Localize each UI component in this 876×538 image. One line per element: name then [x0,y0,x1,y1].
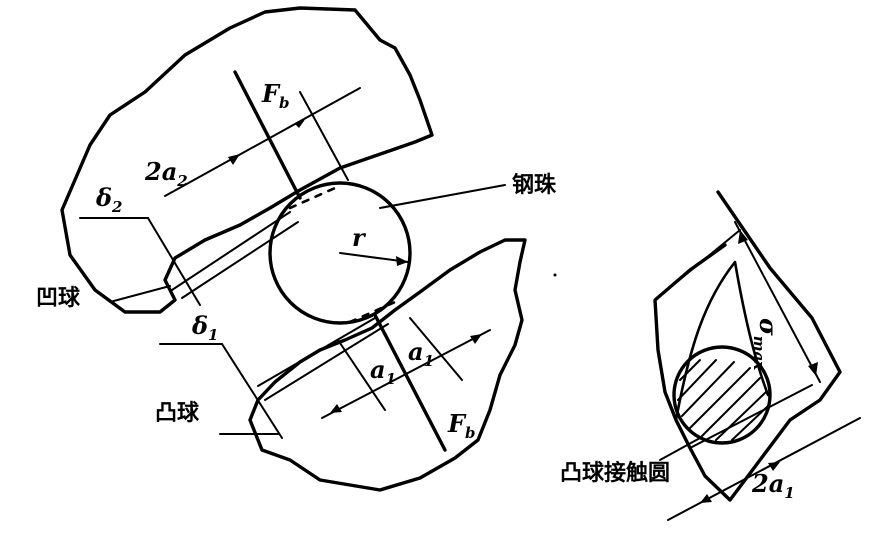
lower-aux-axis-2 [409,317,463,381]
upper-contact-line-a [171,211,291,291]
contact-hatching [677,359,769,441]
upper-force-axis [233,70,302,200]
detail-dim-line [734,221,821,383]
lower-contact-line-a [257,317,376,387]
detail-2a1-arrow-right [768,462,780,471]
label-a1-right: a1 [408,337,434,370]
contact-circle-leader [659,437,701,461]
label-2a1: 2a1 [751,469,795,502]
label-contact-circle: 凸球接触圆 [560,460,670,486]
label-2a2: 2a2 [144,157,188,190]
lower-force-axis [373,313,447,452]
label-delta2: δ2 [95,183,122,216]
label-radius: r [352,223,367,252]
label-force-top: Fb [261,79,290,112]
upper-aux-axis [299,91,349,181]
detail-dim-arrow-bottom [808,362,818,376]
dim-2a2-line [164,87,361,197]
pressure-peak [674,260,770,422]
detail-top-line [654,229,741,301]
contact-circle [672,345,772,445]
dim-a1-arrow-right [470,334,482,344]
upper-contact-dash [288,186,337,210]
label-a1-left: a1 [370,355,396,388]
convex-body-outline [248,238,527,492]
upper-contact-line-b [181,221,299,299]
delta1-ext [221,343,283,439]
label-convex-ball: 凸球 [155,401,200,426]
detail-outline [653,190,842,502]
lower-contact-line-b [264,323,389,401]
lower-aux-axis [337,339,386,411]
label-delta1: δ1 [191,311,218,344]
dim-2a2-arrow-right [295,118,306,128]
stray-dot [553,273,557,277]
detail-2a1-arrow-left [700,494,712,503]
radius-arrow [396,256,408,266]
delta2-ext [147,217,201,306]
dim-a1-line [321,329,491,419]
concave-leader [109,285,171,303]
concave-body-outline [60,6,434,314]
label-sigma-max: σmax [750,318,783,371]
label-concave-ball: 凹球 [36,286,81,311]
steel-ball-leader [379,184,506,209]
label-force-bottom: Fb [447,409,476,442]
steel-ball-circle [268,181,412,325]
detail-dim-arrow-top [738,230,748,244]
label-steel-ball: 钢珠 [512,172,557,198]
dim-2a2-arrow-left [228,154,240,165]
dim-a1-arrow-left [330,404,342,413]
lower-contact-dash [348,300,397,324]
detail-bottom-line [689,384,813,449]
